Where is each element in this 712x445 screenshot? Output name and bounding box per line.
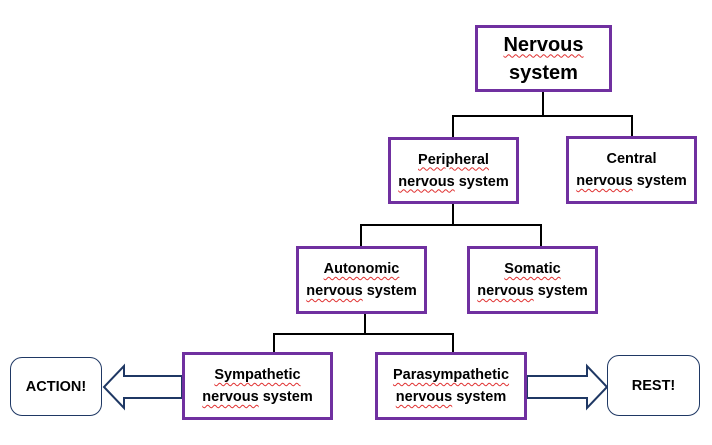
node-nervous-system: Nervous system (475, 25, 612, 92)
outcome-rest: REST! (607, 355, 700, 416)
node-label-line1: Peripheral (418, 151, 489, 168)
outcome-rest-label: REST! (631, 377, 676, 394)
node-label-line1: Sympathetic (214, 367, 301, 383)
node-label-line1: Somatic (504, 261, 561, 277)
node-somatic-nervous-system: Somatic nervous system (467, 246, 598, 314)
outcome-action-label: ACTION! (25, 378, 87, 395)
node-label-line1: Autonomic (323, 261, 400, 277)
node-label-line1: Parasympathetic (392, 367, 510, 383)
node-peripheral-nervous-system: Peripheral nervous system (388, 137, 519, 204)
node-label-line2: nervous system (477, 283, 588, 299)
node-label-line1: Central (606, 151, 657, 167)
node-label-line2: nervous system (202, 389, 313, 405)
connector-nervous-children (452, 115, 633, 137)
node-label-line2: nervous system (306, 283, 417, 299)
node-label-line1: Nervous (503, 33, 584, 56)
node-label-line2: nervous system (576, 173, 687, 189)
outcome-action: ACTION! (10, 357, 102, 416)
arrow-to-rest (526, 363, 609, 411)
node-label-line2: nervous system (395, 389, 507, 405)
arrow-to-action (102, 363, 183, 411)
node-sympathetic-nervous-system: Sympathetic nervous system (182, 352, 333, 420)
node-central-nervous-system: Central nervous system (566, 136, 697, 204)
node-autonomic-nervous-system: Autonomic nervous system (296, 246, 427, 314)
node-label-line2: system (509, 61, 578, 84)
connector-autonomic-children (273, 333, 454, 352)
node-label-line2: nervous system (398, 173, 509, 190)
node-parasympathetic-nervous-system: Parasympathetic nervous system (375, 352, 527, 420)
connector-peripheral-children (360, 224, 542, 246)
